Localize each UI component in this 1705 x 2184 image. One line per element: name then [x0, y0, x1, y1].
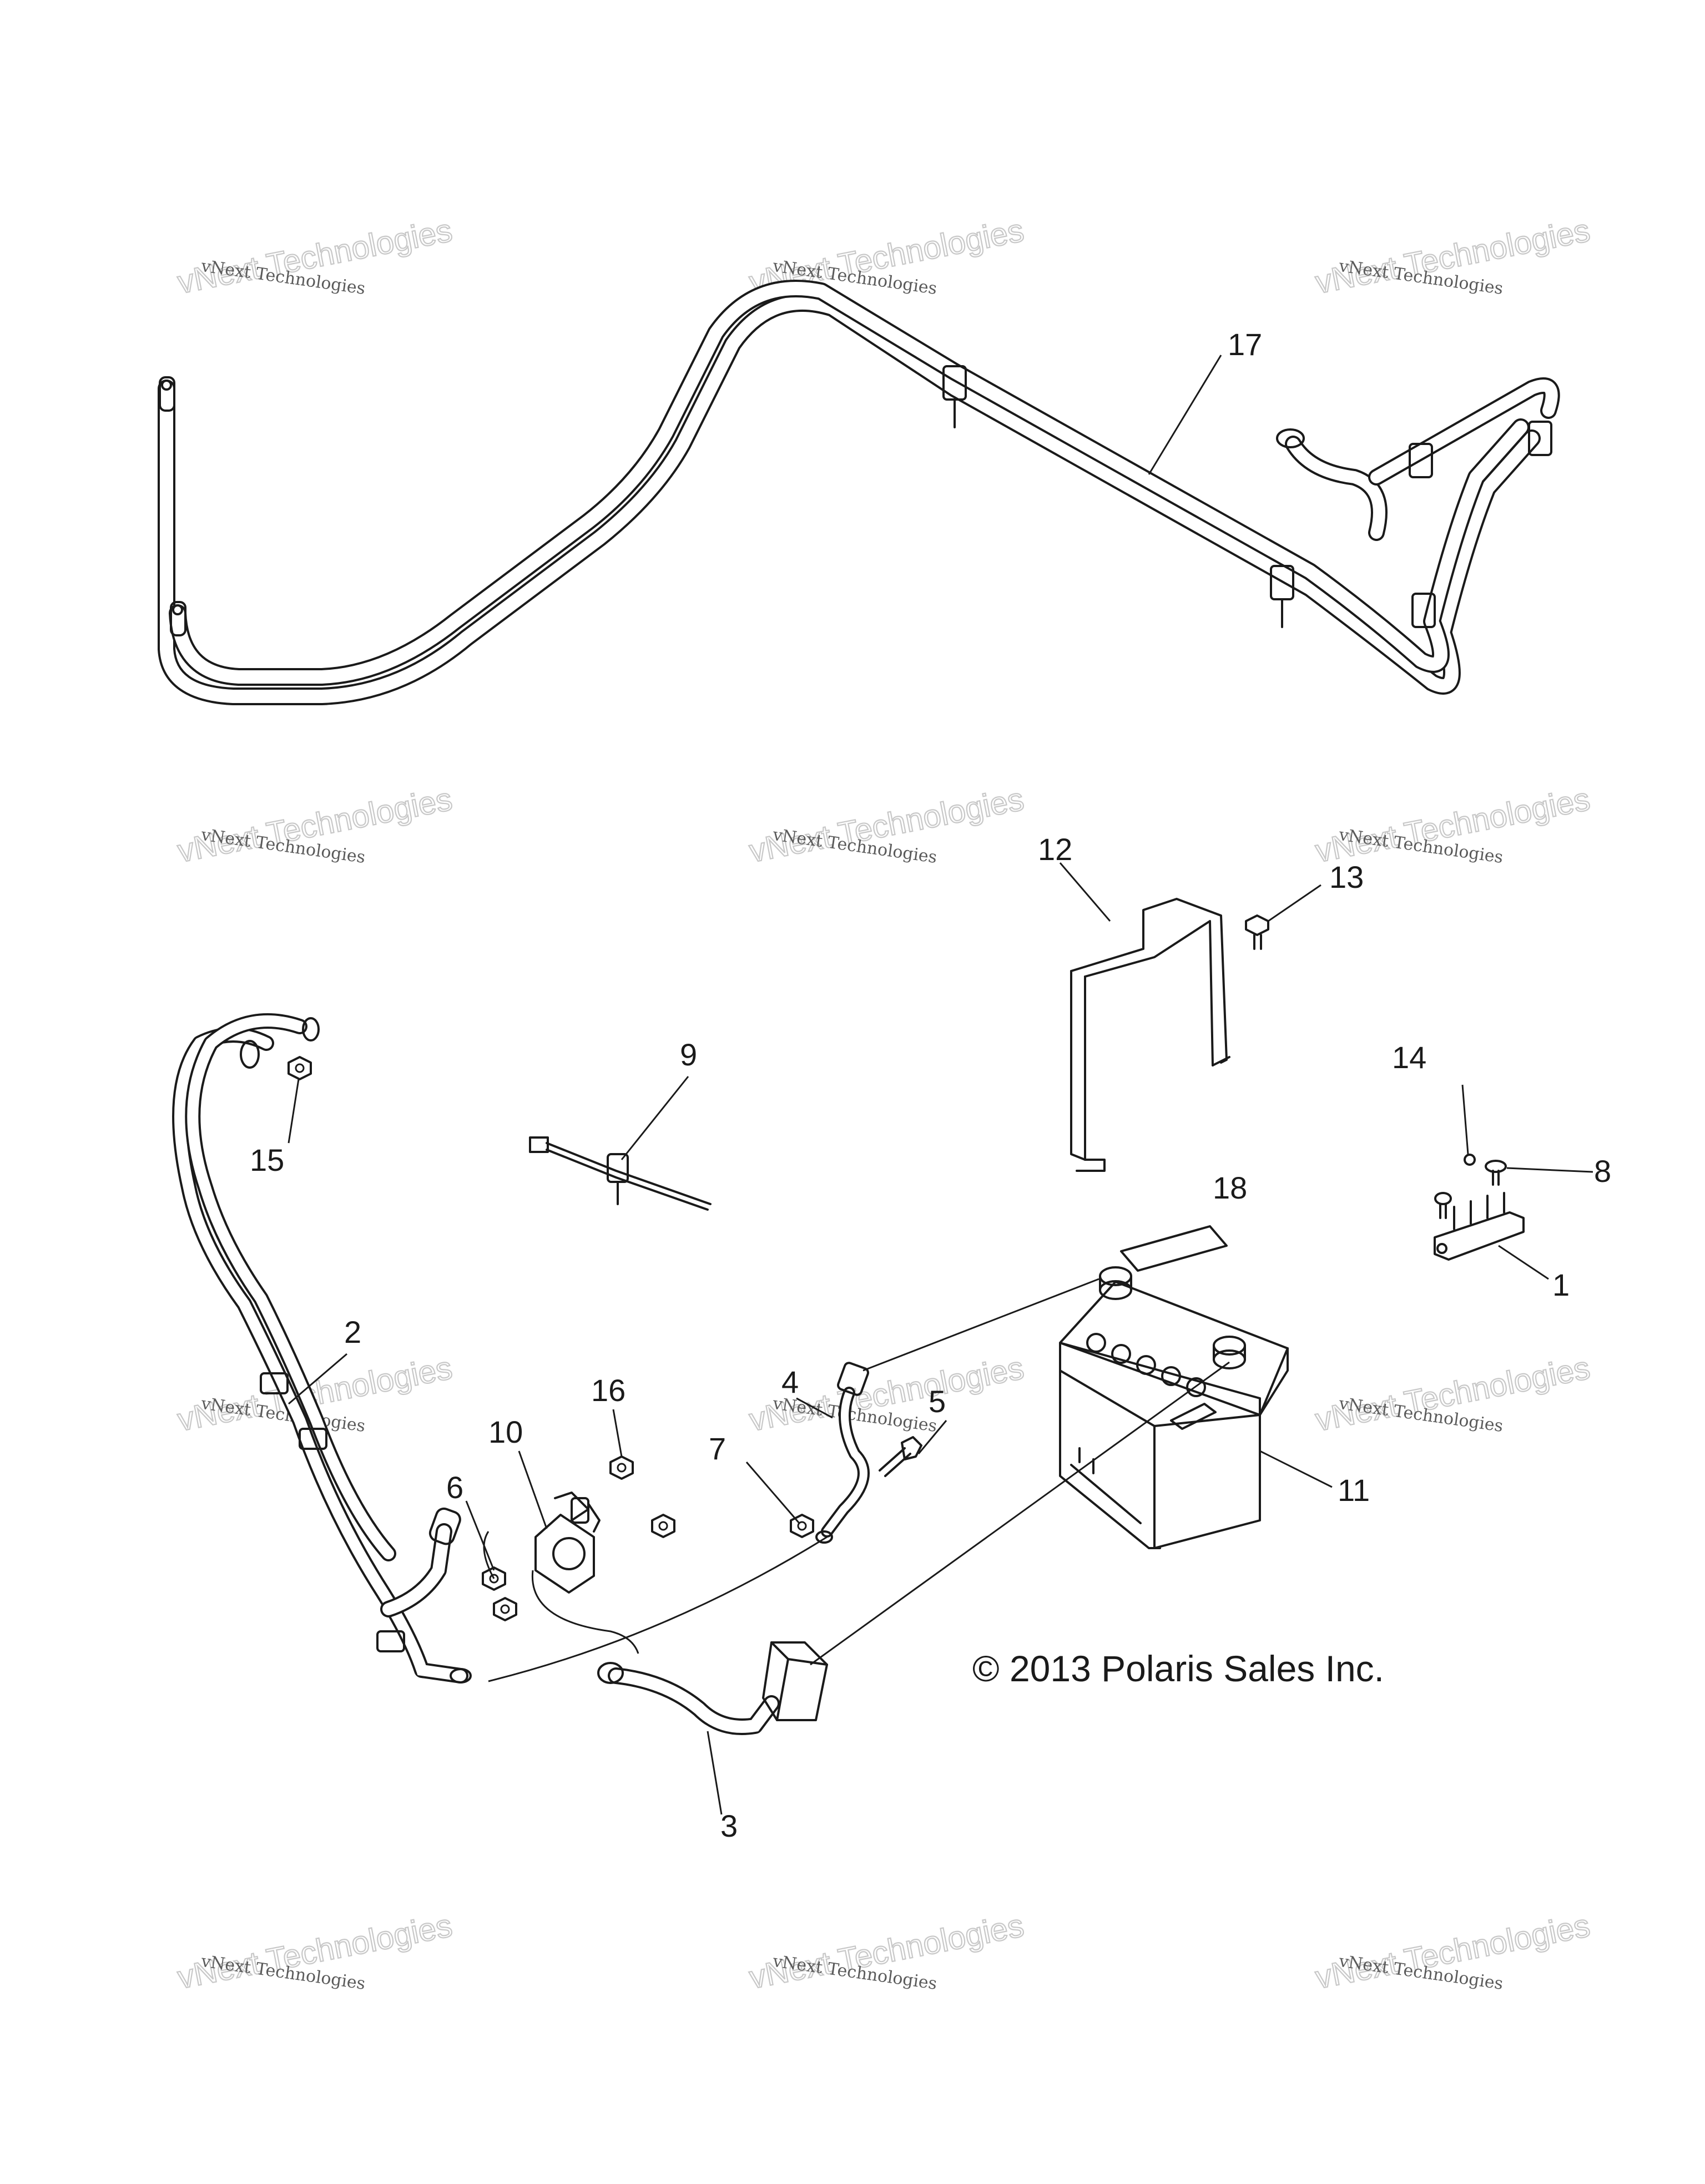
watermark: vNext Technologies vNext Technologies: [1312, 780, 1593, 870]
watermark: vNext Technologies vNext Technologies: [746, 780, 1027, 870]
part-5-bolt: [879, 1436, 922, 1477]
callout-1: 1: [1552, 1267, 1570, 1302]
part-18-label: [1120, 1225, 1228, 1272]
callout-12: 12: [1038, 832, 1072, 867]
copyright-notice: © 2013 Polaris Sales Inc.: [972, 1648, 1384, 1689]
watermark: vNext Technologies vNext Technologies: [174, 780, 456, 870]
callout-5: 5: [929, 1384, 946, 1419]
part-17-main-cable: [158, 280, 1560, 705]
part-15-nut: [287, 1056, 312, 1080]
part-9-cable-tie: [529, 1136, 712, 1211]
part-4-cable: [815, 1362, 870, 1544]
part-10-solenoid: [534, 1492, 601, 1594]
part-1-terminal-block: [1434, 1192, 1525, 1261]
part-6-nuts: [482, 1566, 517, 1621]
callout-6: 6: [446, 1470, 463, 1505]
part-7-nut: [790, 1514, 814, 1538]
part-3-cable: [597, 1641, 828, 1735]
callout-3: 3: [720, 1808, 738, 1843]
part-12-bracket: [1070, 898, 1230, 1172]
part-13-bolt: [1245, 914, 1269, 950]
callout-13: 13: [1329, 860, 1364, 894]
watermark: vNext Technologies vNext Technologies: [174, 1907, 456, 1996]
callout-10: 10: [488, 1414, 523, 1449]
callout-17: 17: [1228, 327, 1262, 362]
callout-16: 16: [591, 1373, 625, 1408]
callout-14: 14: [1392, 1040, 1426, 1075]
callout-15: 15: [250, 1142, 284, 1177]
part-11-battery: [1059, 1266, 1289, 1549]
part-8-screw: [1485, 1160, 1507, 1186]
callout-8: 8: [1594, 1154, 1611, 1189]
watermark: vNext Technologies vNext Technologies: [746, 1907, 1027, 1996]
callout-leaders: [287, 355, 1593, 1815]
watermark: vNext Technologies vNext Technologies: [1312, 211, 1593, 301]
callout-9: 9: [680, 1037, 697, 1072]
callout-labels: 17 12 13 9 15 14 8 18 1 2 4 5 16 10 7 6 …: [250, 327, 1611, 1843]
callout-11: 11: [1338, 1473, 1370, 1508]
watermark: vNext Technologies vNext Technologies: [1312, 1349, 1593, 1439]
callout-4: 4: [781, 1364, 799, 1399]
part-16-nuts: [609, 1455, 675, 1538]
callout-18: 18: [1213, 1170, 1247, 1205]
watermark: vNext Technologies vNext Technologies: [1312, 1907, 1593, 1996]
watermark: vNext Technologies vNext Technologies: [174, 211, 456, 301]
callout-2: 2: [344, 1315, 361, 1349]
callout-7: 7: [709, 1431, 726, 1466]
routing-lines: [483, 1278, 1230, 1682]
part-2-harness: [172, 1013, 472, 1684]
part-14-washer: [1464, 1154, 1476, 1166]
